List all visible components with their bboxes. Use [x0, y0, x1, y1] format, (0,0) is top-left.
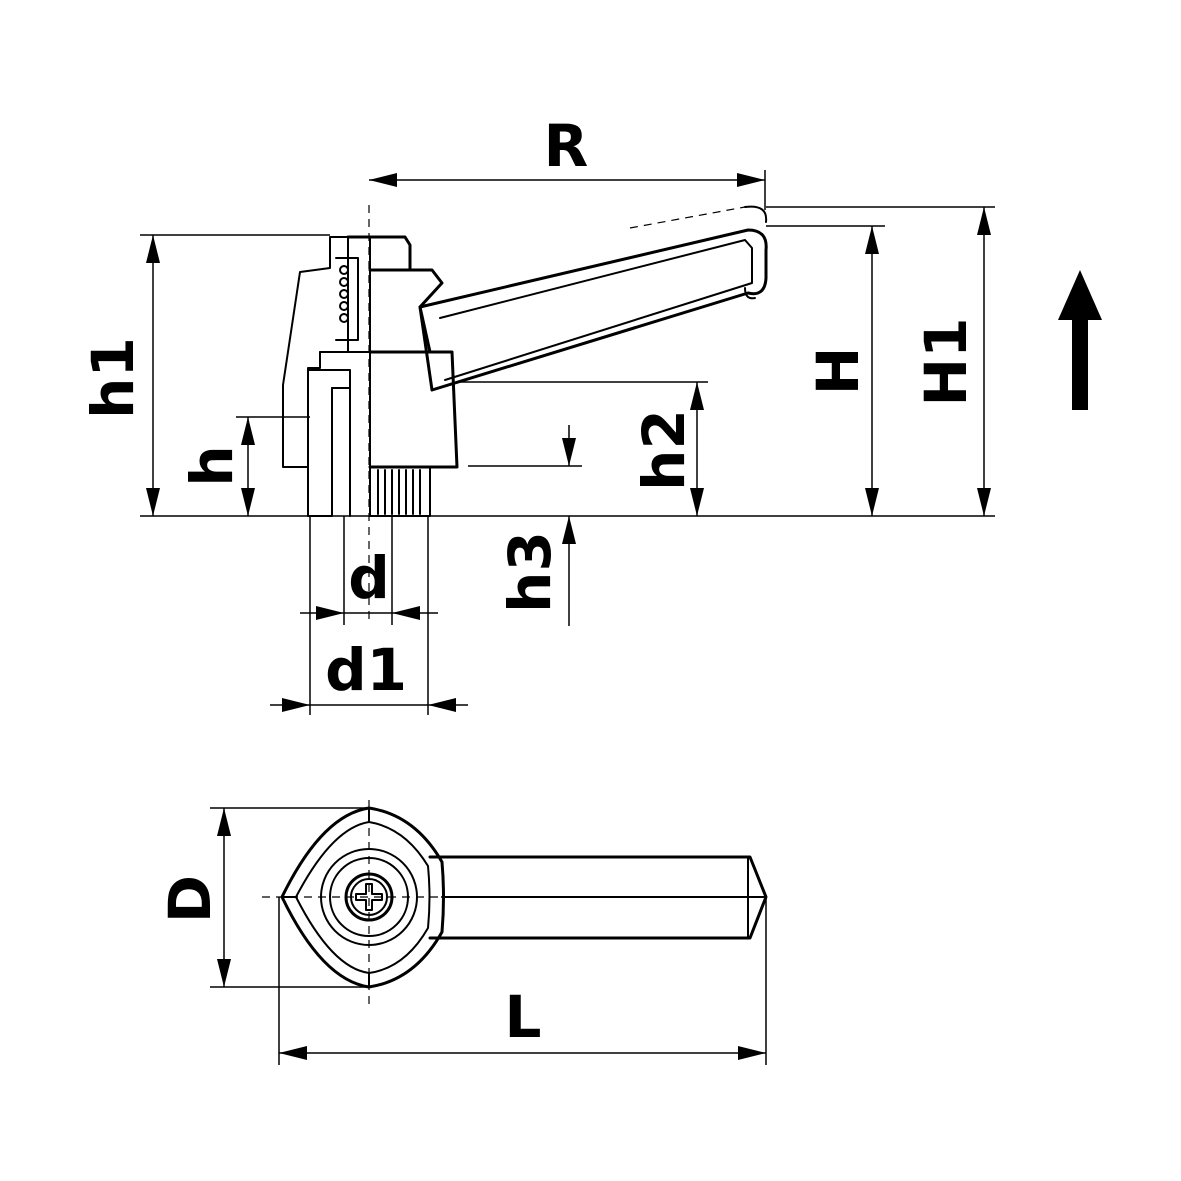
label-d: d	[348, 544, 390, 612]
label-h2: h2	[630, 409, 698, 491]
label-H: H	[804, 347, 872, 396]
dimension-d1: d1	[270, 516, 468, 715]
knurled-hub	[369, 466, 431, 517]
dimension-D: D	[156, 807, 369, 988]
dimension-H1: H1	[766, 206, 995, 516]
up-arrow-icon	[1058, 270, 1102, 410]
label-R: R	[544, 112, 589, 180]
dimension-h2: h2	[460, 381, 708, 516]
label-h: h	[178, 445, 246, 486]
top-view: D L	[156, 800, 768, 1065]
dimension-H: H	[766, 225, 885, 516]
dimension-d: d	[300, 516, 438, 625]
lever-arm[interactable]	[418, 205, 768, 392]
label-H1: H1	[912, 318, 980, 407]
dimension-h1: h1	[79, 234, 330, 516]
dimension-h: h	[178, 416, 310, 516]
label-D: D	[156, 875, 224, 923]
label-L: L	[505, 983, 542, 1051]
spring-icon	[339, 265, 349, 323]
dimension-h3: h3	[468, 425, 582, 626]
side-view: R h1 h h2	[79, 112, 1102, 715]
dimension-L: L	[278, 897, 767, 1065]
label-h1: h1	[79, 337, 147, 419]
label-h3: h3	[496, 531, 564, 613]
lever-top-view[interactable]	[428, 855, 768, 940]
label-d1: d1	[325, 636, 407, 704]
dimension-R: R	[369, 112, 766, 210]
knob-body-section	[282, 236, 371, 517]
screw-cross-icon	[355, 883, 383, 911]
